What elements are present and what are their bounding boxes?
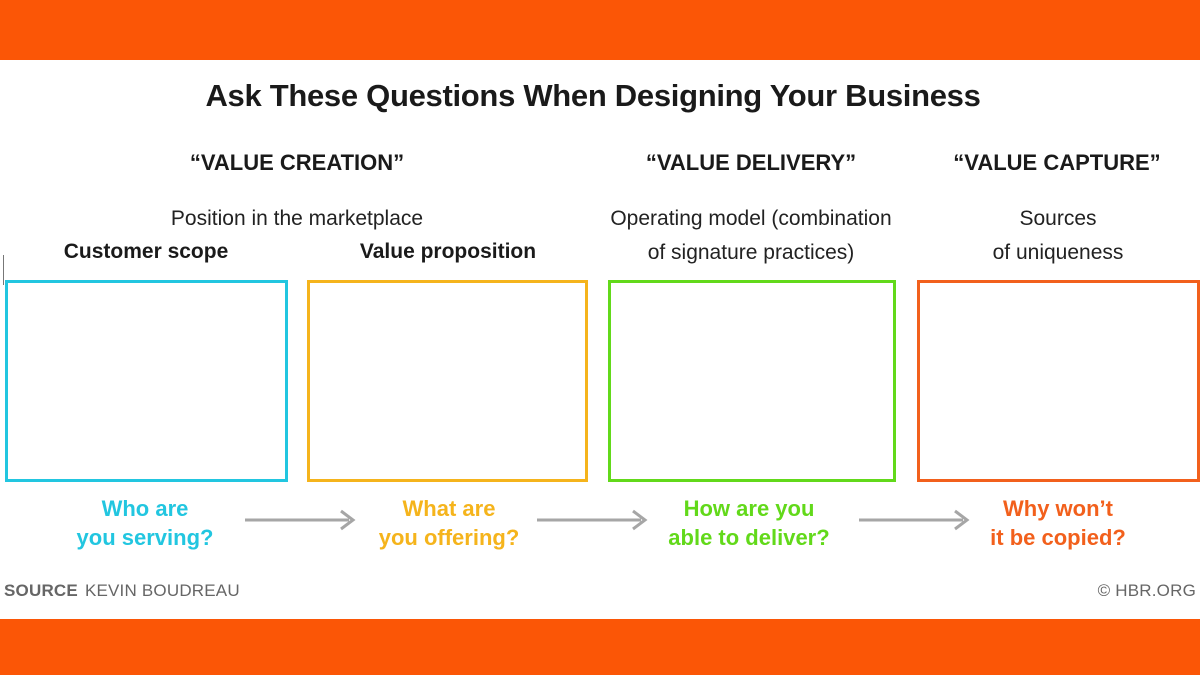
question-line: Why won’t xyxy=(1003,496,1113,521)
question-line: able to deliver? xyxy=(668,525,830,550)
subtitle-delivery-line2: of signature practices) xyxy=(647,241,855,264)
source-label: SOURCE xyxy=(4,581,78,600)
arrow-right-icon xyxy=(537,509,648,531)
subtitle-capture-line1: Sources xyxy=(1019,207,1097,230)
section-heading-value-creation: “VALUE CREATION” xyxy=(189,150,405,175)
question-line: it be copied? xyxy=(990,525,1126,550)
diagram-title: Ask These Questions When Designing Your … xyxy=(205,78,981,113)
question-line: you offering? xyxy=(378,525,520,550)
question-why-not-copied: Why won’t it be copied? xyxy=(933,494,1183,552)
section-heading-value-delivery: “VALUE DELIVERY” xyxy=(645,150,857,175)
arrow-right-icon xyxy=(859,509,970,531)
question-who-serving: Who are you serving? xyxy=(20,494,270,552)
arrow-head xyxy=(340,509,356,531)
question-what-offering: What are you offering? xyxy=(324,494,574,552)
copyright-notice: © HBR.ORG xyxy=(1097,581,1196,600)
box-label-customer-scope: Customer scope xyxy=(63,240,229,263)
arrow-head xyxy=(954,509,970,531)
subtitle-capture-line2: of uniqueness xyxy=(992,241,1124,264)
left-edge-divider xyxy=(3,255,4,285)
question-how-deliver: How are you able to deliver? xyxy=(624,494,874,552)
operating-model-box xyxy=(608,280,896,482)
bottom-accent-band xyxy=(0,619,1200,675)
section-heading-value-capture: “VALUE CAPTURE” xyxy=(953,150,1161,175)
customer-scope-box xyxy=(5,280,288,482)
subtitle-delivery-line1: Operating model (combination xyxy=(610,207,892,230)
question-line: How are you xyxy=(683,496,815,521)
question-line: you serving? xyxy=(76,525,214,550)
source-value: KEVIN BOUDREAU xyxy=(84,581,240,600)
top-accent-band xyxy=(0,0,1200,60)
arrow-head xyxy=(632,509,648,531)
sources-of-uniqueness-box xyxy=(917,280,1200,482)
question-line: Who are xyxy=(101,496,189,521)
arrow-right-icon xyxy=(245,509,356,531)
source-credit: SOURCE KEVIN BOUDREAU xyxy=(4,581,240,601)
value-proposition-box xyxy=(307,280,588,482)
question-line: What are xyxy=(402,496,496,521)
box-label-value-proposition: Value proposition xyxy=(359,240,537,263)
subtitle-creation: Position in the marketplace xyxy=(170,207,424,230)
